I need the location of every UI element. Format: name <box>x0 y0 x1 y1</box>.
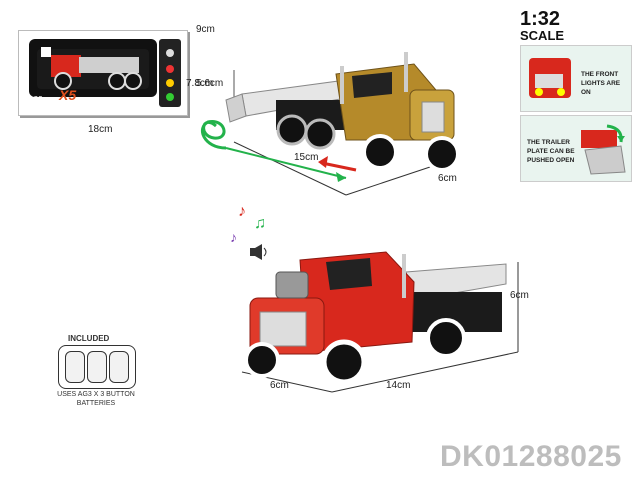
package-box: 1:32 X5 DIE-CAST <box>18 30 188 116</box>
pull-back-motion-graphic <box>201 120 357 182</box>
product-code: DK01288025 <box>440 440 622 473</box>
package-window <box>29 39 157 97</box>
yellow-button-dot <box>166 79 174 87</box>
red-truck-width-label: 6cm <box>270 380 289 391</box>
package-brand: X5 <box>59 87 77 103</box>
battery-cell <box>65 351 85 383</box>
battery-pack <box>58 345 136 389</box>
battery-cell <box>109 351 129 383</box>
package-depth-label: 7.8cm <box>186 78 214 89</box>
feature-panel-lights: THE FRONT LIGHTS ARE ON <box>520 45 632 112</box>
green-button-dot <box>166 93 174 101</box>
gold-truck-height-label: 5.6cm <box>196 78 224 89</box>
button-dot <box>166 49 174 57</box>
batteries-included-label: INCLUDED <box>68 334 110 343</box>
package-scale: 1:32 <box>27 95 43 104</box>
svg-text:♫: ♫ <box>254 215 266 232</box>
battery-cell <box>87 351 107 383</box>
feature-text-trailer: THE TRAILER PLATE CAN BE PUSHED OPEN <box>527 139 575 164</box>
gold-truck-image <box>225 52 460 196</box>
package-buttons-panel <box>159 39 181 107</box>
red-truck-height-label: 6cm <box>510 290 529 301</box>
scale-subtitle: SCALE <box>520 28 565 43</box>
package-line: DIE-CAST <box>85 99 119 106</box>
package-truck-image <box>37 47 149 90</box>
feature-panel-trailer: THE TRAILER PLATE CAN BE PUSHED OPEN <box>520 115 632 182</box>
package-width-label: 18cm <box>88 124 113 135</box>
music-notes-icon: ♪ ♫ ♪ <box>230 203 267 260</box>
trailer-open-image <box>581 124 626 175</box>
gold-truck-width-label: 6cm <box>438 173 457 184</box>
lights-on-truck-image <box>529 58 571 98</box>
svg-text:♪: ♪ <box>238 203 246 220</box>
batteries-text: USES AG3 X 3 BUTTON BATTERIES <box>57 391 135 407</box>
scale-title: 1:32 <box>520 8 561 30</box>
red-button-dot <box>166 65 174 73</box>
feature-text-lights: THE FRONT LIGHTS ARE ON <box>581 71 621 96</box>
red-truck-length-label: 14cm <box>386 380 411 391</box>
red-truck-image <box>241 251 519 393</box>
gold-truck-length-label: 15cm <box>294 152 319 163</box>
package-height-label: 9cm <box>196 24 215 35</box>
svg-text:♪: ♪ <box>230 229 237 245</box>
